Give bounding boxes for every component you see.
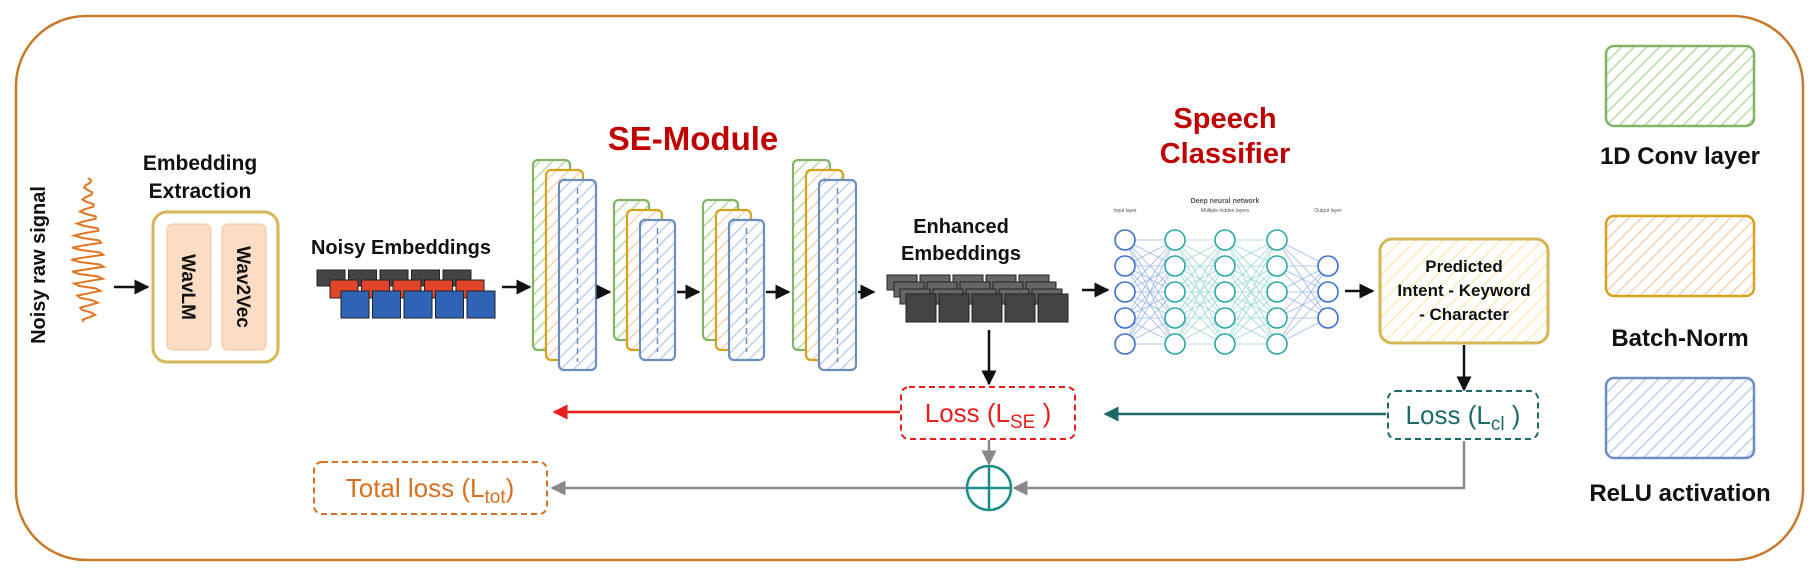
- nn-edge: [1124, 291, 1176, 345]
- nn-node: [1317, 255, 1339, 277]
- prediction-box: [1378, 237, 1550, 345]
- embedding-title-line1: Embedding: [143, 152, 257, 175]
- noisy-embedding-cell: [403, 290, 433, 319]
- nn-node: [1266, 229, 1288, 251]
- noisy-embedding-cell: [466, 290, 496, 319]
- nn-node: [1214, 255, 1236, 277]
- prediction-line3: - Character: [1419, 305, 1509, 324]
- nn-edge: [1124, 239, 1176, 319]
- wav2vec-label: Wav2Vec: [232, 246, 253, 328]
- nn-node: [1266, 281, 1288, 303]
- enhanced-embedding-cell: [938, 293, 970, 323]
- wav2vec-block: [221, 223, 267, 351]
- prediction-line1: Predicted: [1425, 257, 1502, 276]
- nn-node: [1114, 333, 1136, 355]
- nn-edge: [1174, 239, 1226, 319]
- nn-hidden-layers-label: Multiple hidden layers: [1201, 208, 1250, 214]
- nn-node: [1317, 281, 1339, 303]
- classifier-title-line1: Speech: [1173, 103, 1276, 135]
- wavlm-block: [166, 223, 212, 351]
- legend-bn-label: Batch-Norm: [1611, 325, 1748, 352]
- nn-node: [1164, 307, 1186, 329]
- prediction-line2: Intent - Keyword: [1397, 281, 1530, 300]
- enhanced-label-line2: Embeddings: [901, 243, 1021, 265]
- nn-node: [1114, 281, 1136, 303]
- embedding-title-line2: Extraction: [149, 180, 252, 203]
- enhanced-embedding-cell: [1004, 293, 1036, 323]
- classifier-title-line2: Classifier: [1160, 138, 1291, 170]
- nn-node: [1214, 229, 1236, 251]
- noisy-raw-signal-label: Noisy raw signal: [28, 186, 50, 344]
- legend-relu-label: ReLU activation: [1589, 480, 1770, 507]
- nn-node: [1114, 229, 1136, 251]
- nn-edge: [1224, 239, 1278, 345]
- nn-node: [1317, 307, 1339, 329]
- legend-conv-label: 1D Conv layer: [1600, 143, 1760, 170]
- cl-loss-box: [1387, 390, 1539, 440]
- nn-node: [1214, 307, 1236, 329]
- wavlm-label: WavLM: [177, 254, 198, 320]
- enhanced-embeddings-stack: [886, 274, 1069, 323]
- nn-edge: [1224, 239, 1278, 319]
- outer-frame: [14, 14, 1805, 562]
- nn-node: [1214, 333, 1236, 355]
- waveform-trace: [70, 177, 107, 323]
- legend-relu-swatch: [1604, 376, 1756, 460]
- neural-network-graphic: [1114, 229, 1339, 355]
- total-loss-label: Total loss (Ltot): [346, 473, 515, 508]
- nn-edge: [1224, 291, 1278, 345]
- noisy-embedding-cell: [435, 290, 464, 319]
- enhanced-label-line1: Enhanced: [913, 216, 1009, 238]
- nn-node: [1164, 255, 1186, 277]
- se-module-layers: [531, 158, 876, 372]
- nn-edge: [1276, 265, 1329, 345]
- noisy-embedding-cell: [340, 290, 370, 319]
- nn-node: [1266, 255, 1288, 277]
- nn-node: [1164, 229, 1186, 251]
- noisy-embeddings-label: Noisy Embeddings: [311, 237, 491, 259]
- se-loss-label: Loss (LSE ): [925, 398, 1052, 433]
- nn-node: [1266, 307, 1288, 329]
- enhanced-embedding-cell: [971, 293, 1003, 323]
- relu-layer: [557, 178, 598, 372]
- enhanced-embedding-cell: [1037, 293, 1069, 323]
- nn-edge: [1174, 265, 1226, 345]
- nn-edge: [1276, 291, 1329, 345]
- nn-edge: [1276, 265, 1329, 319]
- legend-conv-swatch: [1604, 44, 1756, 128]
- nn-node: [1164, 281, 1186, 303]
- nn-node: [1114, 307, 1136, 329]
- enhanced-embedding-cell: [905, 293, 937, 323]
- noisy-embedding-cell: [372, 290, 401, 319]
- nn-edge: [1224, 239, 1278, 293]
- sum-icon: [965, 464, 1013, 512]
- nn-node: [1266, 333, 1288, 355]
- se-module-title: SE-Module: [608, 120, 779, 157]
- relu-layer: [817, 178, 858, 372]
- nn-node: [1214, 281, 1236, 303]
- nn-edge: [1174, 239, 1226, 293]
- arrow-cl-loss-to-sum: [1012, 441, 1466, 496]
- total-loss-box: [313, 461, 548, 515]
- nn-input-layer-label: Input layer: [1113, 208, 1137, 214]
- legend-bn-swatch: [1604, 214, 1756, 298]
- nn-edge: [1124, 239, 1176, 345]
- nn-node: [1114, 255, 1136, 277]
- noisy-embeddings-stack: [316, 269, 496, 319]
- nn-edge: [1174, 291, 1226, 345]
- nn-title: Deep neural network: [1191, 198, 1260, 205]
- nn-edge: [1174, 239, 1226, 345]
- nn-node: [1164, 333, 1186, 355]
- waveform-icon: [70, 177, 107, 323]
- se-loss-box: [900, 386, 1076, 440]
- cl-loss-label: Loss (Lcl ): [1406, 400, 1521, 435]
- nn-output-layer-label: Output layer: [1314, 208, 1342, 214]
- nn-edge: [1224, 265, 1278, 345]
- nn-edge: [1124, 265, 1176, 345]
- nn-edge: [1124, 239, 1176, 293]
